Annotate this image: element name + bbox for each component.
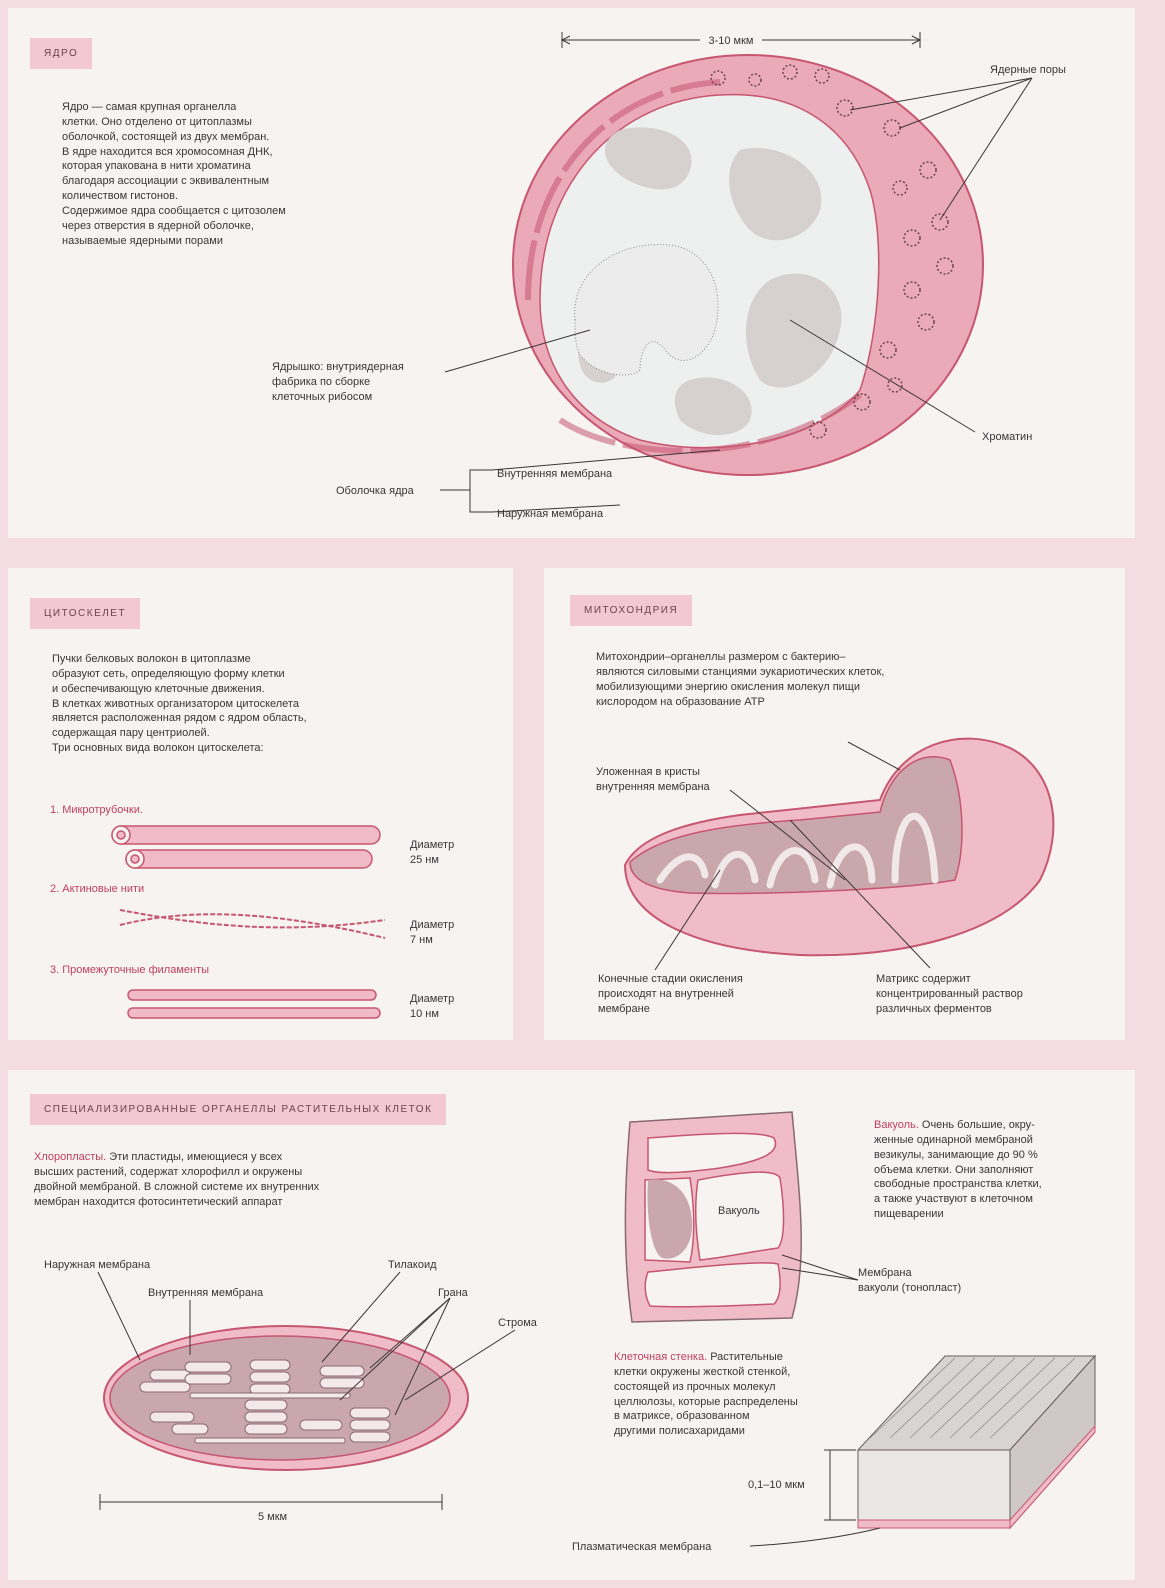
vacuole-title: Вакуоль. [874,1119,919,1131]
cristae-label: Уложенная в кристы внутренняя мембрана [596,766,710,793]
cell-wall-front [857,1449,1011,1529]
thylakoid-stacks [139,1359,391,1444]
oxidation-label: Конечные стадии окисления происходят на … [598,973,743,1015]
chloroplast-title: Хлоропласты. [34,1151,107,1163]
nucleus-description: Ядро — самая крупная органелла клетки. О… [62,101,286,247]
envelope-label: Оболочка ядра [336,485,415,497]
outer-membrane-label: Наружная мембрана [497,508,604,520]
actin-diameter: Диаметр 7 нм [410,919,455,946]
cytoskeleton-fibers [111,825,386,1019]
mitochondrion-description: Митохондрии–органеллы размером с бактери… [596,651,885,708]
nucleolus-shape [574,243,719,376]
mitochondrion-tab: МИТОХОНДРИЯ [570,595,693,626]
chromatin-label: Хроматин [982,431,1032,443]
microtubule-label: 1. Микротрубочки. [50,804,143,816]
mitochondrion-cut [629,755,963,895]
nucleolus-label: Ядрышко: внутриядерная фабрика по сборке… [272,361,404,403]
cell-wall-description: Клеточная стенка. Растительные клетки ок… [614,1350,874,1439]
cytoskeleton-tab: ЦИТОСКЕЛЕТ [30,598,141,629]
filament-label: 3. Промежуточные филаменты [50,964,210,976]
cytoskeleton-panel [8,568,513,1040]
actin-filaments [119,909,386,939]
plasma-membrane-label: Плазматическая мембрана [572,1541,712,1553]
cytoskeleton-description: Пучки белковых волокон в цитоплазме обра… [52,653,307,755]
thylakoid-label: Тилакоид [388,1259,437,1271]
chloro-inner-membrane-label: Внутренняя мембрана [148,1287,264,1299]
cell-wall-text: Растительные клетки окружены жесткой сте… [614,1351,798,1438]
matrix-label: Матрикс содержит концентрированный раств… [876,973,1023,1015]
actin-label: 2. Актиновые нити [50,883,145,895]
chloroplast-text: Эти пластиды, имеющиеся у всех высших ра… [34,1151,320,1208]
nucleus-size-bar: 3-10 мкм [560,32,922,48]
cell-wall-title: Клеточная стенка. [614,1351,708,1363]
vacuole-text: Очень большие, окру- женные одинарной ме… [874,1119,1042,1221]
cell-wall-size-label: 0,1–10 мкм [748,1479,805,1491]
tonoplast-label: Мембрана вакуоли (тонопласт) [858,1267,962,1294]
chloro-outer-membrane-label: Наружная мембрана [44,1259,151,1271]
mitochondrion-diagram [623,737,1055,971]
nucleus-diagram: 3-10 мкм Ядерные поры Хроматин Оболочка … [336,32,1066,520]
microtubule-diameter: Диаметр 25 нм [410,839,455,866]
nuclear-pores [710,64,954,439]
nucleus-size-label: 3-10 мкм [708,35,753,47]
vacuole-label: Вакуоль [718,1205,760,1217]
cristae-folds [656,812,939,889]
grana-label: Грана [438,1287,469,1299]
intermediate-filaments [127,989,381,1019]
inner-membrane-label: Внутренняя мембрана [497,468,613,480]
plasma-membrane-strip [857,1519,1011,1529]
nuclear-pores-label: Ядерные поры [990,64,1066,76]
nucleus-tab: ЯДРО [30,38,93,69]
vacuole-description: Вакуоль. Очень большие, окру- женные оди… [874,1118,1114,1222]
chloroplast-diagram: Наружная мембрана Внутренняя мембрана Ти… [44,1259,538,1523]
chloro-size-label: 5 мкм [258,1511,287,1523]
microtubules [111,825,381,869]
cytoplasm-blob [647,1179,693,1259]
filament-diameter: Диаметр 10 нм [410,993,455,1020]
stroma-label: Строма [498,1317,538,1329]
chloroplast-description: Хлоропласты. Эти пластиды, имеющиеся у в… [34,1150,474,1209]
plant-tab: СПЕЦИАЛИЗИРОВАННЫЕ ОРГАНЕЛЛЫ РАСТИТЕЛЬНЫ… [30,1094,447,1125]
